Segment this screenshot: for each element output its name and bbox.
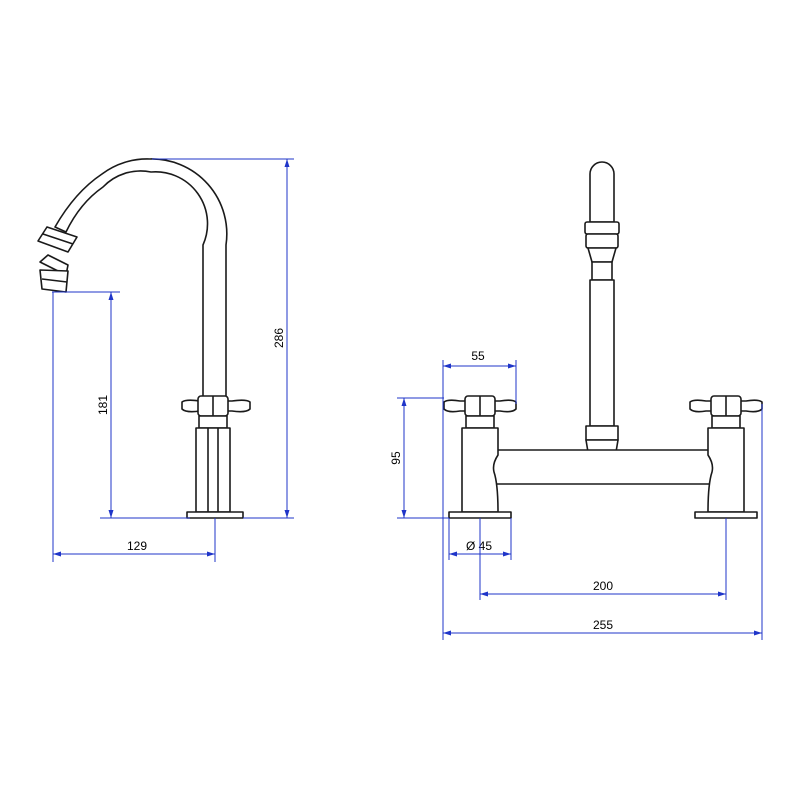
dimension-label-95: 95: [389, 451, 403, 465]
valve-left: [443, 395, 517, 519]
bridge-pipe: [487, 449, 715, 485]
dimension-label-181: 181: [96, 395, 110, 415]
dimension-spout-reach: 129: [52, 292, 216, 562]
dimension-label-diameter-45: Ø 45: [466, 539, 492, 553]
handle-side: [181, 395, 251, 417]
dimension-label-55: 55: [471, 349, 485, 363]
aerator: [37, 226, 78, 293]
dimension-label-200: 200: [593, 579, 613, 593]
valve-body-side: [186, 415, 244, 519]
spout-outline: [54, 158, 228, 403]
dimension-total-height: 286: [152, 158, 294, 519]
front-view: 55 95 Ø 45 200: [389, 161, 763, 640]
dimension-front-height: 95: [389, 397, 449, 519]
dimension-handle-width: 55: [442, 349, 517, 404]
spout-front: [584, 161, 620, 469]
dimension-base-diameter: Ø 45: [448, 518, 512, 560]
dimension-center-distance: 200: [479, 518, 727, 600]
dimension-label-286: 286: [272, 328, 286, 348]
dimension-spout-height: 181: [52, 291, 190, 519]
dimension-label-255: 255: [593, 618, 613, 632]
side-view: 286 181 129: [37, 158, 294, 562]
dimension-label-129: 129: [127, 539, 147, 553]
valve-right: [689, 395, 763, 519]
dimension-total-width: 255: [442, 404, 763, 640]
